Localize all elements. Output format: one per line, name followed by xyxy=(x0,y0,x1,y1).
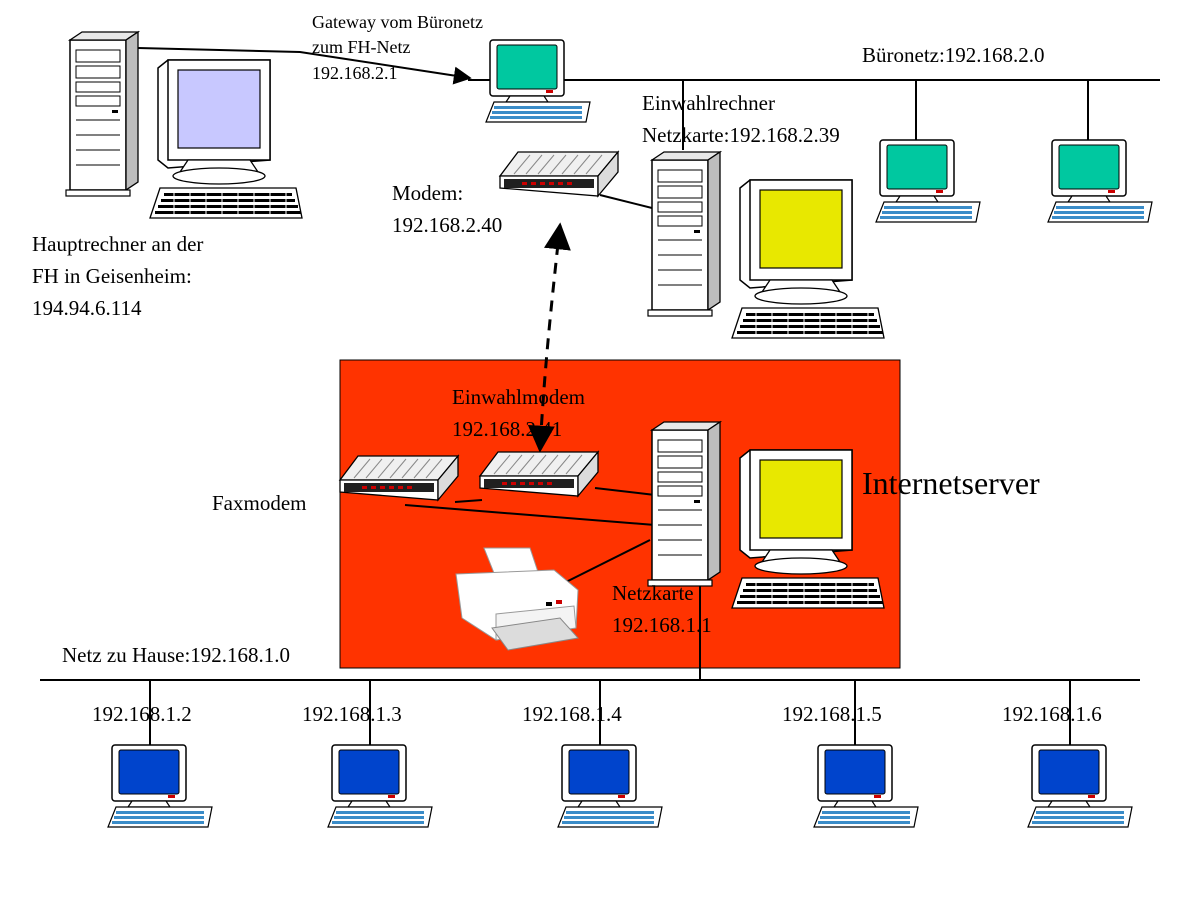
home-terminal-2 xyxy=(327,744,433,828)
main-computer-label-3: 194.94.6.114 xyxy=(32,296,142,320)
office-modem xyxy=(499,151,619,197)
office-terminal-2 xyxy=(1047,139,1153,223)
gateway-link xyxy=(137,47,472,85)
home-host-label-1: 192.168.1.2 xyxy=(92,702,192,726)
fax-modem-label: Faxmodem xyxy=(212,491,307,515)
terminal-pc-icon xyxy=(875,139,981,223)
dialin-computer-label-2: Netzkarte:192.168.2.39 xyxy=(642,123,840,147)
dialin-modem-label-1: Einwahlmodem xyxy=(452,385,585,409)
office-network-label: Büronetz:192.168.2.0 xyxy=(862,43,1045,67)
dialin-computer-label-1: Einwahlrechner xyxy=(642,91,775,115)
network-card-label-1: Netzkarte xyxy=(612,581,694,605)
home-terminal-4 xyxy=(813,744,919,828)
tower-pc-icon xyxy=(65,31,303,219)
modem-label-1: Modem: xyxy=(392,181,463,205)
terminal-pc-icon xyxy=(813,744,919,828)
gateway-label-3: 192.168.2.1 xyxy=(312,63,398,83)
main-computer-fh xyxy=(65,31,303,219)
modem-label-2: 192.168.2.40 xyxy=(392,213,502,237)
dialin-modem xyxy=(479,451,599,497)
terminal-pc-icon xyxy=(1027,744,1133,828)
printer xyxy=(455,547,579,651)
network-card-label-2: 192.168.1.1 xyxy=(612,613,712,637)
gateway-label-2: zum FH-Netz xyxy=(312,37,410,57)
modem-icon xyxy=(339,455,459,501)
home-host-label-3: 192.168.1.4 xyxy=(522,702,622,726)
office-terminal-1 xyxy=(875,139,981,223)
home-terminal-5 xyxy=(1027,744,1133,828)
main-computer-label-2: FH in Geisenheim: xyxy=(32,264,192,288)
terminal-pc-icon xyxy=(107,744,213,828)
home-terminal-1 xyxy=(107,744,213,828)
home-network-label: Netz zu Hause:192.168.1.0 xyxy=(62,643,290,667)
terminal-pc-icon xyxy=(327,744,433,828)
dialin-computer xyxy=(647,151,885,339)
home-host-label-4: 192.168.1.5 xyxy=(782,702,882,726)
gateway-label-1: Gateway vom Büronetz xyxy=(312,12,483,32)
dialin-modem-label-2: 192.168.2.41 xyxy=(452,417,562,441)
internet-server-label: Internetserver xyxy=(862,465,1040,501)
dialup-connection xyxy=(527,222,571,453)
modem-icon xyxy=(479,451,599,497)
main-computer-label-1: Hauptrechner an der xyxy=(32,232,203,256)
terminal-pc-icon xyxy=(1047,139,1153,223)
modem-icon xyxy=(499,151,619,197)
home-host-label-5: 192.168.1.6 xyxy=(1002,702,1102,726)
home-host-label-2: 192.168.1.3 xyxy=(302,702,402,726)
tower-pc-icon xyxy=(647,151,885,339)
home-terminal-3 xyxy=(557,744,663,828)
printer-icon xyxy=(455,547,579,651)
fax-modem xyxy=(339,455,459,501)
terminal-pc-icon xyxy=(557,744,663,828)
